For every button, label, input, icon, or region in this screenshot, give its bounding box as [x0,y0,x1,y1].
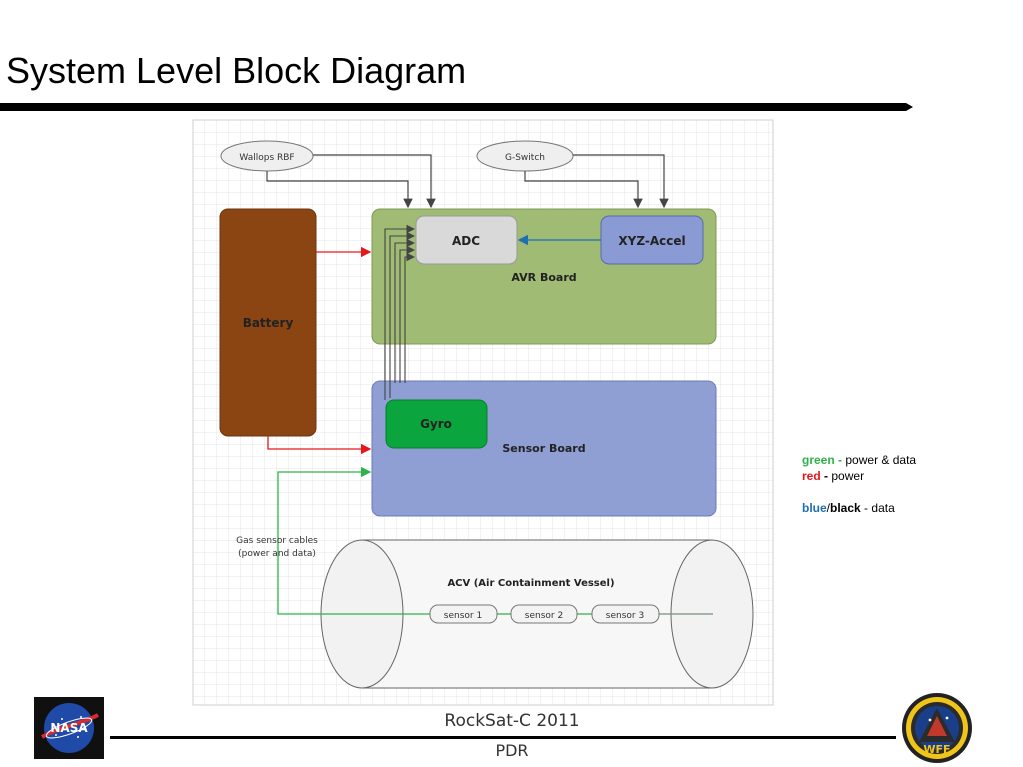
sensor-board-label: Sensor Board [502,442,585,455]
sensor-1-node [429,604,498,624]
sensor-1-label: sensor 1 [444,611,482,621]
legend-green-dash: - [838,453,843,467]
legend-red-row: red - power [802,468,916,484]
sensor-2-label: sensor 2 [525,611,563,621]
sensor-3-label: sensor 3 [606,611,644,621]
legend-black-word: black [830,501,861,515]
legend-data-row: blue/black - data [802,500,916,516]
sensor-2-node [510,604,578,624]
legend-green-row: green - power & data [802,452,916,468]
footer-title: RockSat-C 2011 [444,711,580,731]
legend-slash: / [826,501,831,515]
battery-to-sensor-power-line [267,436,372,455]
nasa-logo: NASA [34,697,104,759]
slide-title: System Level Block Diagram [6,50,467,91]
legend-red-desc: power [831,469,865,483]
gyro-label: Gyro [420,417,452,431]
xyz-accel-label: XYZ-Accel [618,234,685,248]
legend-data-desc: data [871,501,895,515]
sensor-to-adc-lines [384,224,416,400]
legend-red-dash: - [824,469,829,483]
wallops-to-adc-line-a [313,154,436,209]
adc-block [415,215,518,265]
wff-logo: WFF [902,693,972,763]
adc-label: ADC [452,234,480,248]
gswitch-to-accel-line-b [524,171,643,209]
avr-board-label: AVR Board [511,271,576,284]
wallops-to-adc-line-b [266,171,413,209]
title-divider [0,103,913,111]
legend-green-word: green [802,453,835,467]
wallops-rbf-label: Wallops RBF [239,153,294,163]
footer-subtitle: PDR [495,741,529,760]
legend-blue-word: blue [802,501,827,515]
gas-sensor-note-line-1: Gas sensor cables [236,536,318,546]
gyro-block [385,399,488,449]
footer-divider [110,736,896,739]
legend-red-word: red [802,469,821,483]
sensor-3-node [591,604,660,624]
g-switch-label: G-Switch [505,153,545,163]
color-legend: green - power & data red - power blue/bl… [802,452,916,516]
nasa-logo-text: NASA [50,721,88,735]
battery-label: Battery [243,316,294,330]
legend-data-dash: - [864,501,869,515]
gas-sensor-note-line-2: (power and data) [238,549,316,559]
gswitch-to-accel-line-a [573,154,669,209]
acv-label: ACV (Air Containment Vessel) [447,578,614,589]
wff-logo-text: WFF [923,743,950,756]
legend-green-desc: power & data [845,453,917,467]
